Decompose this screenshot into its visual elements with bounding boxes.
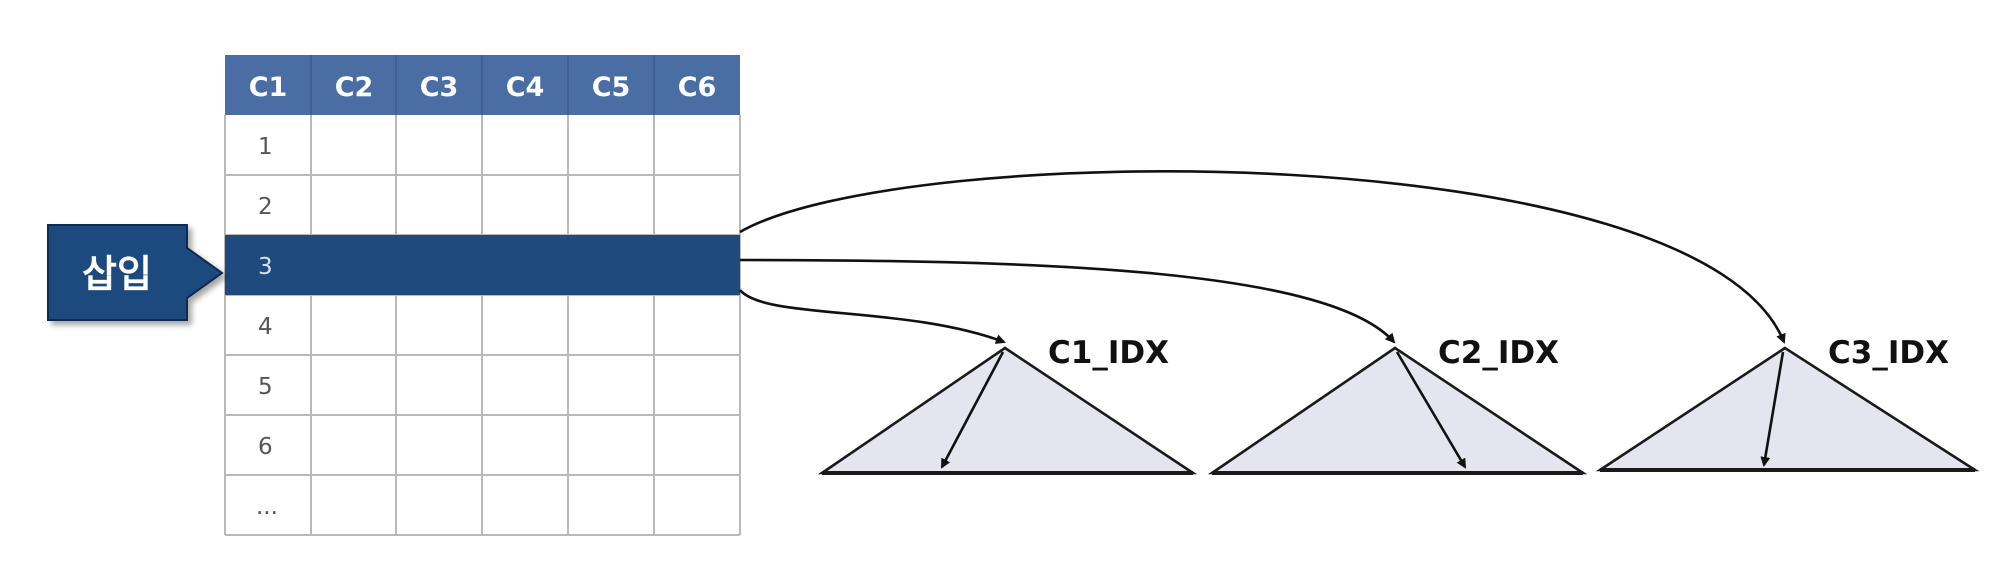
row-label-3: 3 [258,254,273,280]
index-tree-c1 [817,346,1198,475]
arrow-row-to-c2-idx [739,258,1396,344]
row-numbers: 1 2 3 4 5 6 ... [256,134,278,520]
column-header-c4: C4 [506,72,545,103]
c3-idx-label: C3_IDX [1828,335,1949,371]
index-tree-c3 [1595,346,1980,472]
c2-idx-inner-arrow [1395,351,1467,469]
row-label-6: 6 [258,434,273,460]
column-header-c2: C2 [335,72,374,103]
data-table: C1 C2 C3 C4 C5 C6 [224,55,741,536]
row-label-4: 4 [258,314,273,340]
column-header-c3: C3 [420,72,459,103]
insert-arrow [47,224,224,321]
c3-idx-inner-arrow [1760,351,1785,467]
c1-idx-label: C1_IDX [1048,335,1169,371]
row-label-ellipsis: ... [256,494,278,520]
arrow-row-to-c3-idx [739,170,1786,344]
row-label-5: 5 [258,374,273,400]
column-header-c6: C6 [678,72,717,103]
column-header-c1: C1 [249,72,288,103]
column-header-c5: C5 [592,72,631,103]
header-separators [310,55,655,115]
c1-idx-inner-arrow [940,351,1005,469]
row-label-1: 1 [258,134,273,160]
row-label-2: 2 [258,194,273,220]
insert-arrow-shape [47,224,224,321]
highlighted-row [225,235,740,295]
column-lines [224,115,741,535]
insert-label: 삽입 [82,252,152,296]
c2-idx-label: C2_IDX [1438,335,1559,371]
arrow-row-to-c1-idx [739,289,1006,344]
index-tree-c2 [1207,346,1588,475]
header-labels: C1 C2 C3 C4 C5 C6 [249,72,717,103]
